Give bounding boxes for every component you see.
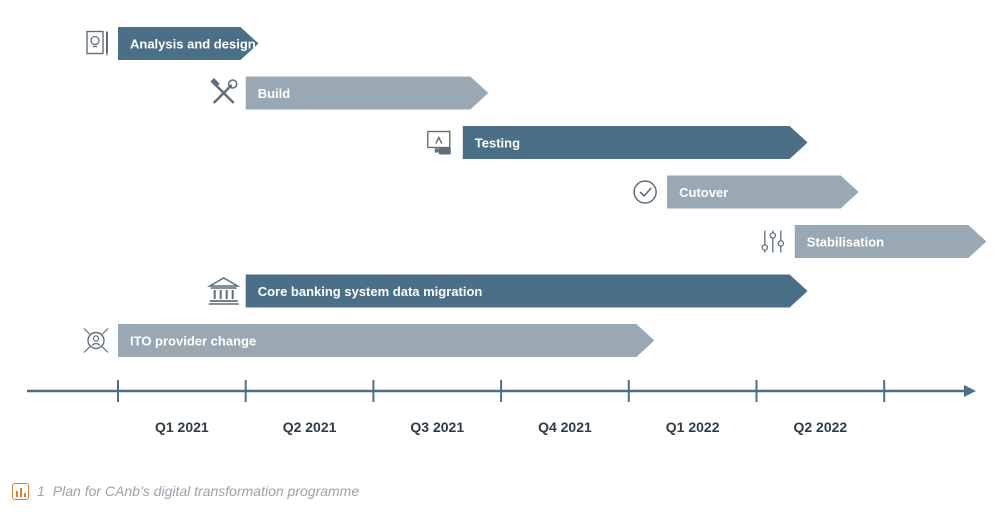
- axis-arrow-icon: [964, 385, 976, 397]
- task-bar: Cutover: [633, 175, 859, 209]
- task-bar: ITO provider change: [83, 324, 655, 357]
- task-bar-shape: [667, 175, 859, 209]
- task-bar-shape: [245, 274, 808, 308]
- task-bar-shape: [118, 324, 655, 357]
- caption-text: Plan for CAnb’s digital transformation p…: [52, 483, 360, 499]
- task-bar-shape: [118, 27, 259, 60]
- task-bar: Stabilisation: [761, 225, 987, 258]
- task-bar-shape: [794, 225, 987, 258]
- axis-tick-label: Q3 2021: [410, 419, 464, 435]
- axis-tick-label: Q2 2022: [793, 419, 847, 435]
- tools-icon: [210, 78, 238, 104]
- caption-number: 1: [37, 483, 45, 499]
- axis-tick-label: Q1 2022: [666, 419, 720, 435]
- task-bar: Core banking system data migration: [206, 274, 808, 308]
- task-label: Core banking system data migration: [258, 284, 483, 299]
- axis-tick-label: Q1 2021: [155, 419, 209, 435]
- task-bar: Analysis and design: [86, 27, 259, 60]
- task-label: Stabilisation: [807, 235, 884, 250]
- task-label: Cutover: [679, 185, 728, 200]
- bar-chart-icon: [12, 482, 29, 500]
- axis-tick-label: Q4 2021: [538, 419, 592, 435]
- task-label: ITO provider change: [130, 334, 256, 349]
- task-bar: Testing: [427, 126, 808, 159]
- task-bar-shape: [462, 126, 808, 159]
- task-bar: Build: [210, 76, 489, 110]
- analysis-design-icon: [86, 30, 108, 57]
- task-label: Build: [258, 86, 291, 101]
- task-label: Analysis and design: [130, 37, 256, 52]
- testing-icon: [427, 130, 451, 155]
- provider-change-icon: [83, 328, 109, 353]
- sliders-icon: [761, 230, 785, 253]
- bank-icon: [206, 277, 241, 305]
- axis-tick-label: Q2 2021: [283, 419, 337, 435]
- task-label: Testing: [475, 136, 520, 151]
- checkmark-icon: [633, 180, 657, 204]
- figure-caption: 1 Plan for CAnb’s digital transformation…: [12, 481, 359, 501]
- task-bar-shape: [245, 76, 489, 110]
